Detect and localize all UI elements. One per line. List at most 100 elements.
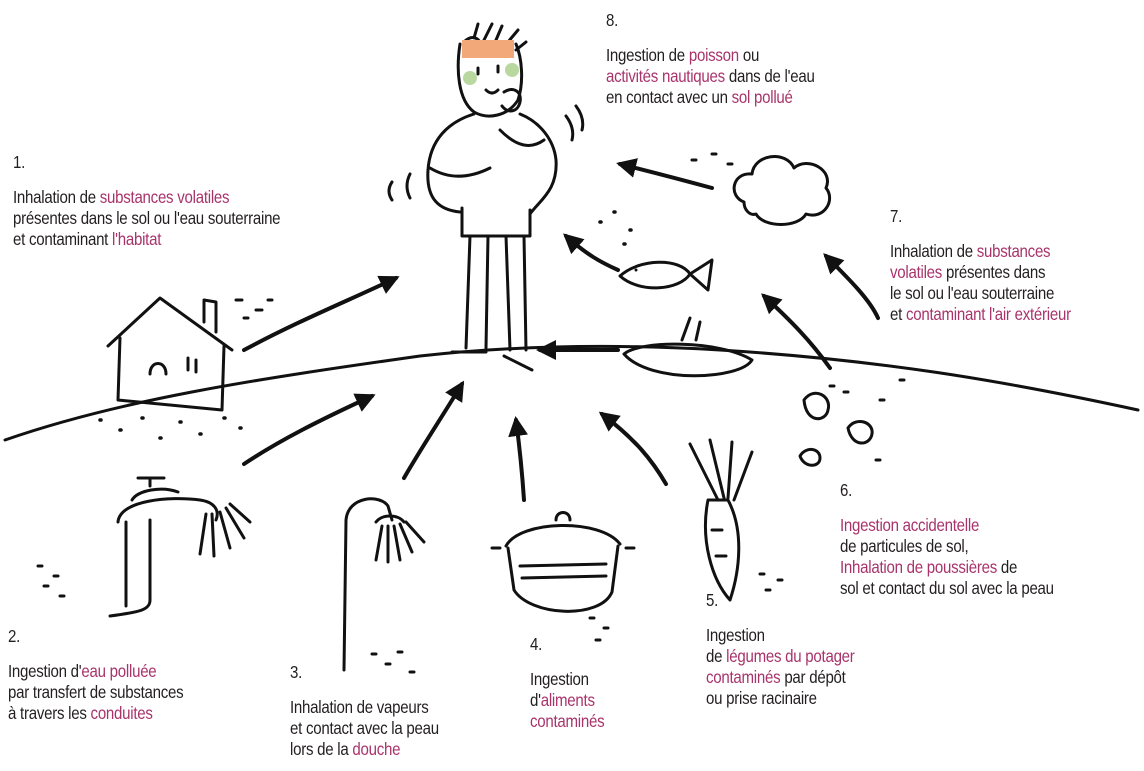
caption-highlight: l'habitat	[112, 229, 161, 249]
arrow-8	[620, 164, 712, 188]
caption-line: de légumes du potager	[706, 646, 855, 667]
caption-highlight: aliments	[541, 690, 595, 710]
caption-highlight: activités nautiques	[606, 66, 725, 86]
caption-line: contaminés	[530, 711, 604, 732]
caption-number: 2.	[8, 626, 183, 647]
arrow-2	[244, 396, 372, 464]
caption-text: Inhalation de vapeurs	[290, 697, 429, 717]
caption-number: 5.	[706, 590, 855, 611]
caption-line: Ingestion accidentelle	[840, 515, 1054, 536]
ground-line	[5, 346, 1138, 440]
caption-line: Ingestion	[530, 669, 604, 690]
caption-line: présentes dans le sol ou l'eau souterrai…	[13, 208, 280, 229]
caption-text: en contact avec un	[606, 87, 732, 107]
arrow-1	[244, 278, 396, 350]
caption-line: et contaminant l'habitat	[13, 229, 280, 250]
arrow-5	[602, 414, 666, 484]
caption-number: 1.	[13, 152, 280, 173]
caption-highlight: Inhalation de poussières	[840, 557, 997, 577]
caption-highlight: eau polluée	[81, 661, 156, 681]
caption-line: par transfert de substances	[8, 682, 183, 703]
caption-line: volatiles présentes dans	[890, 262, 1071, 283]
caption-text: Inhalation de	[890, 241, 977, 261]
caption-line: Ingestion de poisson ou	[606, 45, 815, 66]
caption-text: d'	[530, 690, 541, 710]
caption-text: dans de l'eau	[725, 66, 815, 86]
caption-highlight: Ingestion accidentelle	[840, 515, 979, 535]
arrow-fish	[566, 236, 618, 270]
cooking-pot-icon	[492, 513, 634, 641]
caption-text: et	[890, 304, 906, 324]
caption-highlight: douche	[352, 739, 400, 759]
caption-text: par dépôt	[780, 667, 845, 687]
caption-line: activités nautiques dans de l'eau	[606, 66, 815, 87]
person-icon	[389, 24, 583, 370]
caption-text: présentes dans le sol ou l'eau souterrai…	[13, 208, 280, 228]
caption-text: ou	[739, 45, 759, 65]
caption-highlight: substances volatiles	[100, 187, 230, 207]
caption-highlight: légumes du potager	[726, 646, 854, 666]
caption-text: de particules de sol,	[840, 536, 968, 556]
arrow-3	[404, 384, 462, 478]
caption-line: en contact avec un sol pollué	[606, 87, 815, 108]
caption-text: par transfert de substances	[8, 682, 183, 702]
caption-line: le sol ou l'eau souterraine	[890, 283, 1071, 304]
faucet-icon	[38, 478, 250, 616]
caption-text: Ingestion	[530, 669, 589, 689]
caption-highlight: contaminant l'air extérieur	[906, 304, 1071, 324]
shower-icon	[344, 499, 424, 672]
carrot-icon	[690, 440, 782, 600]
caption-highlight: contaminés	[706, 667, 780, 687]
caption-text: Ingestion	[706, 625, 765, 645]
caption-line: Inhalation de substances volatiles	[13, 187, 280, 208]
caption-text: Ingestion de	[606, 45, 689, 65]
caption-line: Inhalation de vapeurs	[290, 697, 439, 718]
caption-line: Inhalation de substances	[890, 241, 1071, 262]
caption-line: contaminés par dépôt	[706, 667, 855, 688]
caption-text: Ingestion d'	[8, 661, 81, 681]
arrow-4	[516, 420, 524, 500]
caption-line: Ingestion	[706, 625, 855, 646]
caption-number: 8.	[606, 10, 815, 31]
caption-line: Ingestion d'eau polluée	[8, 661, 183, 682]
caption-number: 3.	[290, 662, 439, 683]
caption-text: et contact avec la peau	[290, 718, 439, 738]
caption-number: 6.	[840, 480, 1054, 501]
caption-number: 4.	[530, 634, 604, 655]
caption-line: sol et contact du sol avec la peau	[840, 578, 1054, 599]
caption-line: lors de la douche	[290, 739, 439, 760]
caption-line: à travers les conduites	[8, 703, 183, 724]
caption-highlight: sol pollué	[732, 87, 793, 107]
arrow-7	[826, 256, 878, 318]
caption-line: Inhalation de poussières de	[840, 557, 1054, 578]
caption-text: Inhalation de	[13, 187, 100, 207]
caption-line: et contact avec la peau	[290, 718, 439, 739]
caption-line: et contaminant l'air extérieur	[890, 304, 1071, 325]
caption-line: ou prise racinaire	[706, 688, 855, 709]
caption-text: à travers les	[8, 703, 91, 723]
caption-text: de	[997, 557, 1017, 577]
caption-text: le sol ou l'eau souterraine	[890, 283, 1054, 303]
caption-text: présentes dans	[942, 262, 1045, 282]
caption-text: de	[706, 646, 726, 666]
caption-highlight: poisson	[689, 45, 739, 65]
caption-highlight: contaminés	[530, 711, 604, 731]
caption-line: de particules de sol,	[840, 536, 1054, 557]
caption-text: lors de la	[290, 739, 352, 759]
caption-highlight: substances	[977, 241, 1051, 261]
caption-text: ou prise racinaire	[706, 688, 817, 708]
caption-number: 7.	[890, 206, 1071, 227]
caption-line: d'aliments	[530, 690, 604, 711]
caption-text: sol et contact du sol avec la peau	[840, 578, 1054, 598]
soil-clumps-icon	[800, 380, 904, 465]
caption-highlight: volatiles	[890, 262, 942, 282]
caption-text: et contaminant	[13, 229, 112, 249]
